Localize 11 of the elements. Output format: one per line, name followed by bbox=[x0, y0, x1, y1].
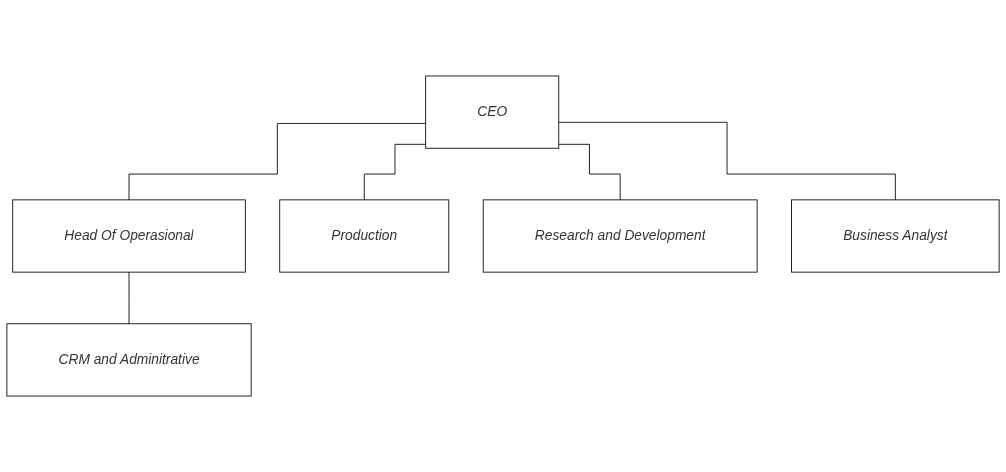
node-box: CRM and Adminitrative bbox=[6, 323, 252, 397]
connector bbox=[128, 123, 427, 201]
node-box: Business Analyst bbox=[791, 199, 1000, 273]
node-box: CEO bbox=[425, 75, 560, 149]
node-box: Research and Development bbox=[482, 199, 758, 273]
connector bbox=[363, 143, 427, 201]
node-box: Production bbox=[279, 199, 450, 273]
connector bbox=[558, 121, 896, 201]
node-box: Head Of Operasional bbox=[12, 199, 246, 273]
connector bbox=[128, 271, 130, 325]
connector bbox=[558, 143, 621, 201]
